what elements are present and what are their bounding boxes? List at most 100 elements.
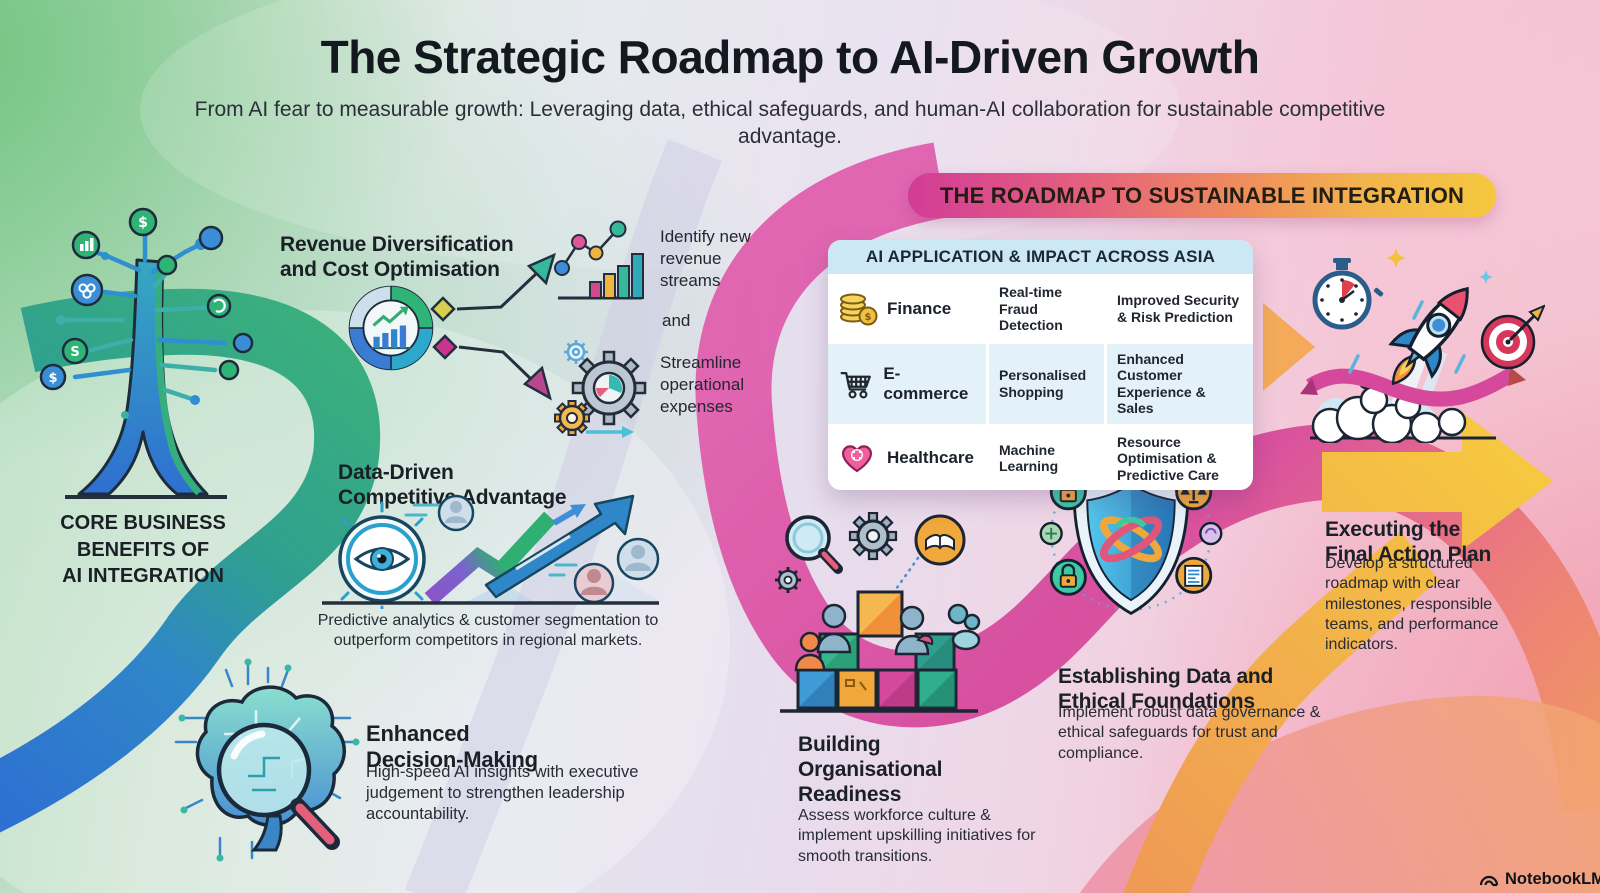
refresh-node-icon (206, 293, 232, 319)
executing-title-line2: Final Action Plan (1325, 542, 1492, 566)
data-driven-caption: Predictive analytics & customer segmenta… (317, 612, 659, 650)
clouds (1311, 374, 1467, 443)
target-icon (1480, 304, 1545, 370)
foundations-title: Establishing Data and Ethical Foundation… (1058, 665, 1348, 714)
svg-text:$: $ (865, 312, 872, 323)
mini-bars (589, 253, 644, 299)
book-badge-icon (914, 514, 966, 566)
building-title: Building Organisational Readiness (798, 733, 1038, 807)
magenta-diamond-icon (432, 334, 458, 360)
blue-sparkle-icon (1479, 270, 1493, 284)
svg-text:$: $ (48, 371, 57, 386)
tree-nodes (39, 207, 254, 391)
ethics-shield-illustration (1039, 444, 1223, 615)
rocket-launch-illustration (1300, 248, 1545, 443)
watermark-label: NotebookLM (1505, 869, 1600, 888)
sector-label: Healthcare (887, 448, 974, 468)
executing-title-line1: Executing the (1325, 518, 1461, 542)
ai-tree-illustration: $ S $ (39, 207, 254, 499)
impact-cell: Improved Security & Risk Prediction (1104, 277, 1253, 341)
donut-separators (349, 286, 433, 370)
orange-gear-icon (554, 400, 590, 436)
data-driven-title-line1: Data-Driven (338, 461, 454, 485)
sector-label: E-commerce (883, 363, 969, 403)
lens-highlight (230, 730, 266, 760)
asia-impact-table: AI APPLICATION & IMPACT ACROSS ASIA $ Fi… (828, 240, 1253, 491)
tree-trunk-green-streak (154, 269, 202, 496)
teal-arrow-head (622, 426, 634, 438)
watermark: NotebookLM (1478, 869, 1600, 889)
building-title-line3: Readiness (798, 782, 902, 806)
circuit-dots (178, 658, 360, 862)
gears-icon (554, 340, 647, 438)
magnifier-icon (785, 515, 843, 574)
page-subtitle: From AI fear to measurable growth: Lever… (194, 98, 1386, 149)
executing-title: Executing the Final Action Plan (1325, 518, 1535, 567)
coin-icon-left (1039, 521, 1063, 546)
small-gear-icon (775, 567, 801, 593)
table-row-finance: $ Finance Real-time Fraud Detection Impr… (828, 274, 1253, 341)
motion-dashes (1348, 300, 1466, 374)
core-benefits-line2: BENEFITS OF (76, 538, 210, 561)
sector-label: Finance (887, 298, 952, 318)
impact-cell: Enhanced Customer Experience & Sales (1104, 343, 1253, 424)
pink-orange-flow-band (695, 142, 1600, 812)
teal-dashes (404, 503, 578, 577)
brain-magnifier-illustration (174, 658, 360, 862)
teal-arrowhead-icon (526, 252, 556, 286)
impact-cell: Resource Optimisation & Predictive Care (1104, 426, 1253, 491)
core-benefits-line1: CORE BUSINESS (60, 512, 226, 534)
table-title: AI APPLICATION & IMPACT ACROSS ASIA (828, 240, 1253, 274)
shopping-cart-icon (840, 371, 871, 399)
lock-icon-bottom-left (1049, 558, 1087, 596)
brain-stem (250, 814, 283, 852)
decision-title-line2: Decision-Making (366, 746, 538, 772)
tree-node-glyphs: $ S $ (48, 215, 226, 386)
customer-avatars (437, 494, 660, 604)
foundations-title-line2: Ethical Foundations (1058, 689, 1255, 713)
eye-icon (338, 501, 426, 609)
yellow-arrow-tail (1123, 531, 1440, 893)
outcome-conjunction: and (662, 311, 691, 330)
sector-cell-ecommerce: E-commerce (828, 344, 986, 424)
dotted-connector (892, 556, 920, 594)
lens-circuits (248, 756, 280, 792)
dollar-node-icon (128, 207, 158, 237)
chip-icon-right (1199, 521, 1223, 546)
revenue-growth-chart-icon (554, 220, 644, 300)
building-caption: Assess workforce culture & implement ups… (798, 807, 1036, 865)
lavender-band (405, 139, 722, 893)
building-blocks (796, 590, 958, 710)
donut-inner-bar-chart (370, 306, 412, 350)
document-icon-bottom-right (1175, 556, 1213, 594)
coins-icon: $ (840, 293, 878, 326)
block-doodles (845, 679, 867, 691)
svg-text:$: $ (138, 215, 148, 231)
core-benefits-caption: CORE BUSINESS BENEFITS OF AI INTEGRATION (33, 510, 253, 590)
competitive-advantage-illustration (322, 494, 660, 609)
revenue-title-line1: Revenue Diversification (280, 233, 514, 257)
dollar-node2-icon (39, 363, 67, 391)
yellow-diamond-icon (430, 296, 456, 322)
growth-donut-chart (348, 285, 434, 371)
revenue-branch-connectors (430, 252, 556, 401)
decision-making-caption: High-speed AI insights with executive ju… (366, 763, 639, 823)
table-row-ecommerce: E-commerce Personalised Shopping Enhance… (828, 340, 1253, 424)
top-yellow-block (856, 590, 904, 638)
decision-making-title: Enhanced Decision-Making (366, 721, 606, 772)
heart-health-icon (841, 445, 873, 473)
executing-caption: Develop a structured roadmap with clear … (1325, 555, 1499, 654)
foundations-title-line1: Establishing Data and (1058, 665, 1274, 689)
blue-growth-arrow (484, 494, 635, 599)
small-blue-gear-icon (564, 340, 588, 364)
yellow-arrow-head (1322, 412, 1553, 550)
stopwatch-icon (1312, 258, 1384, 330)
core-benefits-line3: AI INTEGRATION (62, 565, 224, 588)
revenue-title: Revenue Diversification and Cost Optimis… (280, 233, 550, 282)
outcome-new-revenue: Identify new revenue streams (660, 227, 751, 290)
donut-arrow-head (399, 306, 409, 316)
application-cell: Personalised Shopping (986, 343, 1104, 424)
orange-arrowhead-icon (1263, 303, 1315, 391)
notebooklm-logo-icon (1479, 875, 1499, 887)
sector-cell-finance: $ Finance (828, 277, 986, 341)
